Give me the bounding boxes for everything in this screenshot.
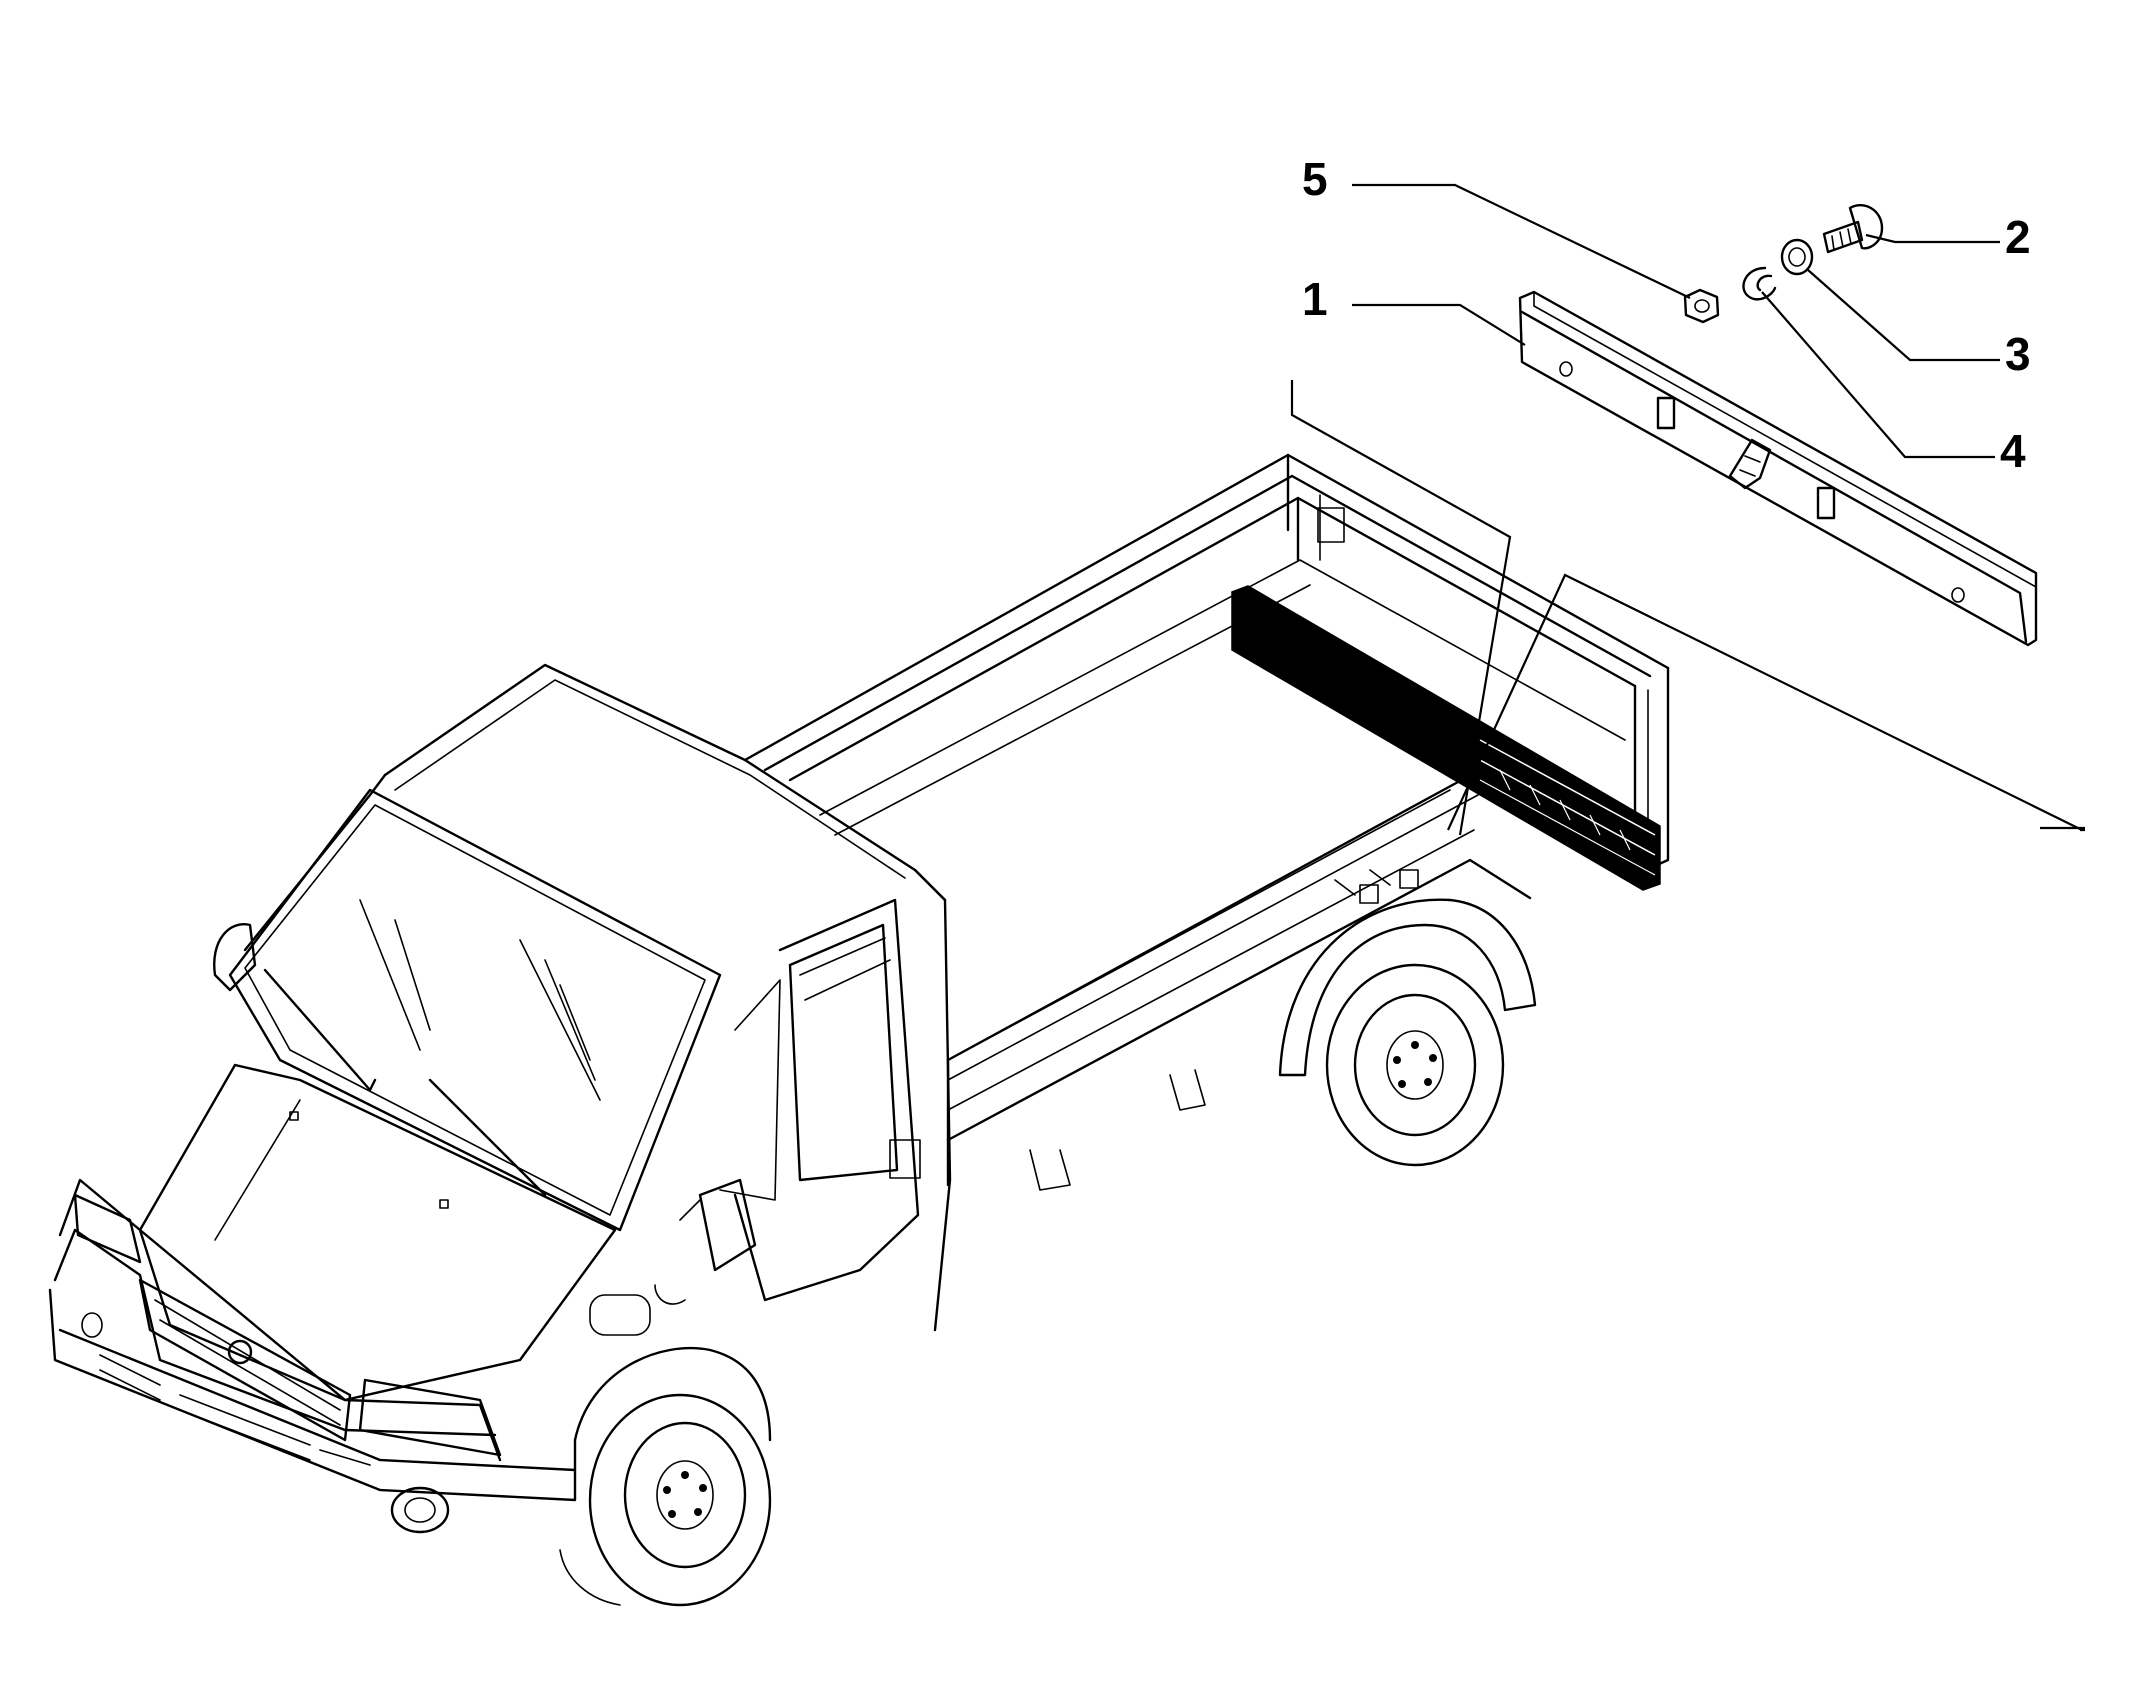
side-indicator — [589, 1294, 651, 1336]
part-2-bolt — [1822, 204, 1884, 254]
part-3-flat-washer — [1780, 238, 1814, 276]
part-5-nut — [1683, 288, 1720, 324]
highlighted-protection-strip — [1231, 585, 1661, 891]
detail-zoom-lines — [1290, 380, 2085, 836]
part-4-split-washer — [1742, 266, 1777, 301]
callout-5: 5 — [1302, 153, 1328, 205]
pickup-truck-illustration — [48, 453, 1670, 1607]
callout-4: 4 — [2000, 425, 2026, 477]
callout-1: 1 — [1302, 273, 1328, 325]
callout-leaders — [1352, 183, 2000, 459]
door-handle — [889, 1139, 921, 1179]
callout-labels: 5 1 2 3 4 — [1302, 153, 2031, 477]
headboard-latch — [1317, 507, 1345, 543]
truck-cab — [48, 663, 952, 1534]
brand-logo — [227, 1339, 253, 1365]
rear-wheel — [1278, 869, 1537, 1167]
part-1-rail-strip — [1518, 290, 2038, 647]
callout-3: 3 — [2005, 328, 2031, 380]
front-wheel — [559, 1393, 772, 1607]
callout-2: 2 — [2005, 211, 2031, 263]
